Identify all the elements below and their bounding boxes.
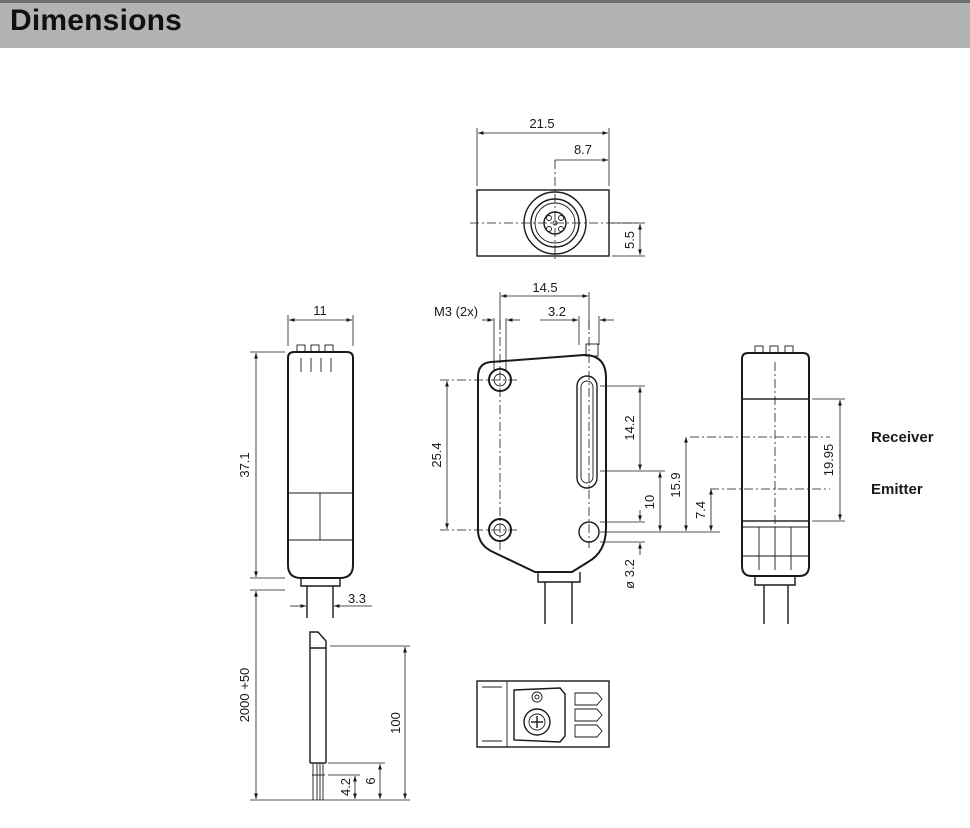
dim-front-thread: M3 (2x) xyxy=(434,304,478,319)
dim-top-height: 5.5 xyxy=(622,231,637,249)
dim-top-width: 21.5 xyxy=(529,116,554,131)
dim-cable-length: 2000 +50 xyxy=(237,668,252,723)
dim-lens-height: 19.95 xyxy=(821,444,836,477)
dim-top-offset: 8.7 xyxy=(574,142,592,157)
optics-view: 19.95 Receiver Emitter xyxy=(690,345,934,624)
dim-side-width: 11 xyxy=(313,303,327,318)
dim-front-d74: 7.4 xyxy=(693,501,708,519)
side-view: 11 37.1 3.3 xyxy=(237,303,372,618)
receiver-label: Receiver xyxy=(871,429,934,446)
section-title: Dimensions xyxy=(10,4,183,37)
bottom-view xyxy=(476,680,610,748)
dim-wire-100: 100 xyxy=(388,712,403,734)
dim-side-height: 37.1 xyxy=(237,452,252,477)
dim-front-height: 25.4 xyxy=(429,442,444,467)
dim-front-hole-dia: ø 3.2 xyxy=(622,559,637,589)
section-header: Dimensions xyxy=(0,0,970,48)
dim-front-d159: 15.9 xyxy=(668,472,683,497)
front-view: 14.5 M3 (2x) 3.2 25.4 14.2 10 15.9 7.4 xyxy=(429,280,720,624)
dim-wire-6: 6 xyxy=(363,777,378,784)
dim-side-cable: 3.3 xyxy=(348,591,366,606)
top-view: 21.5 8.7 5.5 xyxy=(470,116,645,262)
emitter-label: Emitter xyxy=(871,481,923,498)
dim-front-d10: 10 xyxy=(642,495,657,509)
dim-wire-42: 4.2 xyxy=(338,778,353,796)
cable-view: 2000 +50 100 4.2 6 xyxy=(237,589,410,801)
dim-front-slot: 14.2 xyxy=(622,415,637,440)
dim-front-offset: 3.2 xyxy=(548,304,566,319)
dim-front-hole-spacing: 14.5 xyxy=(532,280,557,295)
